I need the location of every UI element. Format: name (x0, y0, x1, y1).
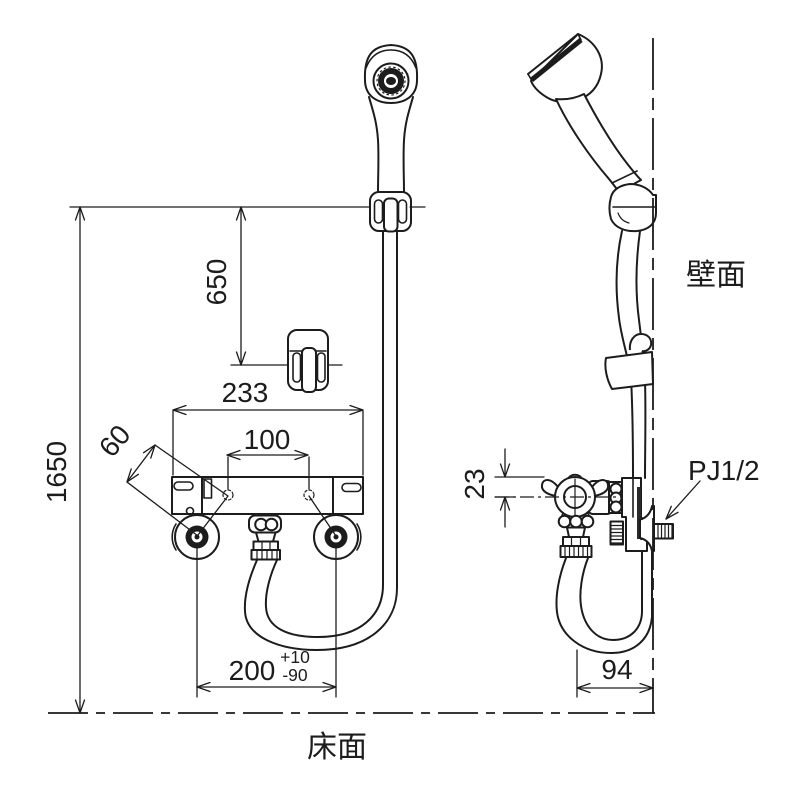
dimension-labels: 1650 650 233 100 60 200 +10 -90 23 94 PJ… (41, 259, 760, 764)
leg-offset-construction (126, 444, 337, 537)
dim-inlet-pitch-label: 100 (244, 424, 291, 455)
hand-shower-side (527, 33, 642, 193)
thread-nipple (653, 523, 674, 540)
spray-face-edge (529, 38, 583, 82)
shower-holder-side (608, 183, 657, 233)
dim-leg-offset-label: 60 (93, 419, 137, 463)
eccentric-leg-right (313, 514, 362, 698)
temp-button (203, 478, 213, 499)
dim-supply-tol-lower-label: -90 (282, 665, 308, 685)
inlet-center-left (222, 489, 234, 501)
inlet-center-right (303, 489, 315, 501)
dim-supply-pitch-label: 200 (229, 655, 276, 686)
outlet-connector-side (557, 512, 595, 558)
thread-type-label: PJ1/2 (688, 455, 760, 486)
faucet-front (171, 476, 364, 698)
shower-hose-side (555, 230, 653, 654)
dim-handle-offset-label: 23 (459, 468, 490, 499)
hand-shower-front (363, 44, 419, 194)
flow-handle-grip (341, 482, 362, 493)
reference-lines (48, 38, 655, 714)
stop-button (185, 506, 195, 516)
faucet-body (171, 476, 364, 515)
temp-handle-grip (173, 481, 194, 491)
wall-flange (639, 505, 655, 552)
hanger-hook-front (287, 329, 329, 393)
shower-handle-side (555, 93, 642, 193)
wall-surface-label: 壁面 (686, 259, 746, 292)
dim-height-total-label: 1650 (41, 441, 72, 503)
dimension-lines (74, 206, 701, 714)
thread-leader-line (665, 480, 701, 520)
shower-holder-front (369, 191, 412, 233)
bracket-edge (637, 487, 641, 539)
floor-surface-label: 床面 (307, 731, 367, 764)
dim-loop-depth-label: 94 (601, 654, 632, 685)
eccentric-leg-left (171, 514, 220, 698)
dim-body-width-label: 233 (222, 377, 269, 408)
dim-hook-height-label: 650 (201, 259, 232, 306)
shower-hose-front (243, 230, 398, 651)
outlet-connector-front (248, 514, 282, 561)
spray-face-ring (378, 68, 404, 94)
dim-supply-tol-upper-label: +10 (280, 647, 310, 667)
side-view (527, 33, 674, 654)
front-view (171, 44, 419, 698)
hanger-hook-side (604, 333, 654, 390)
